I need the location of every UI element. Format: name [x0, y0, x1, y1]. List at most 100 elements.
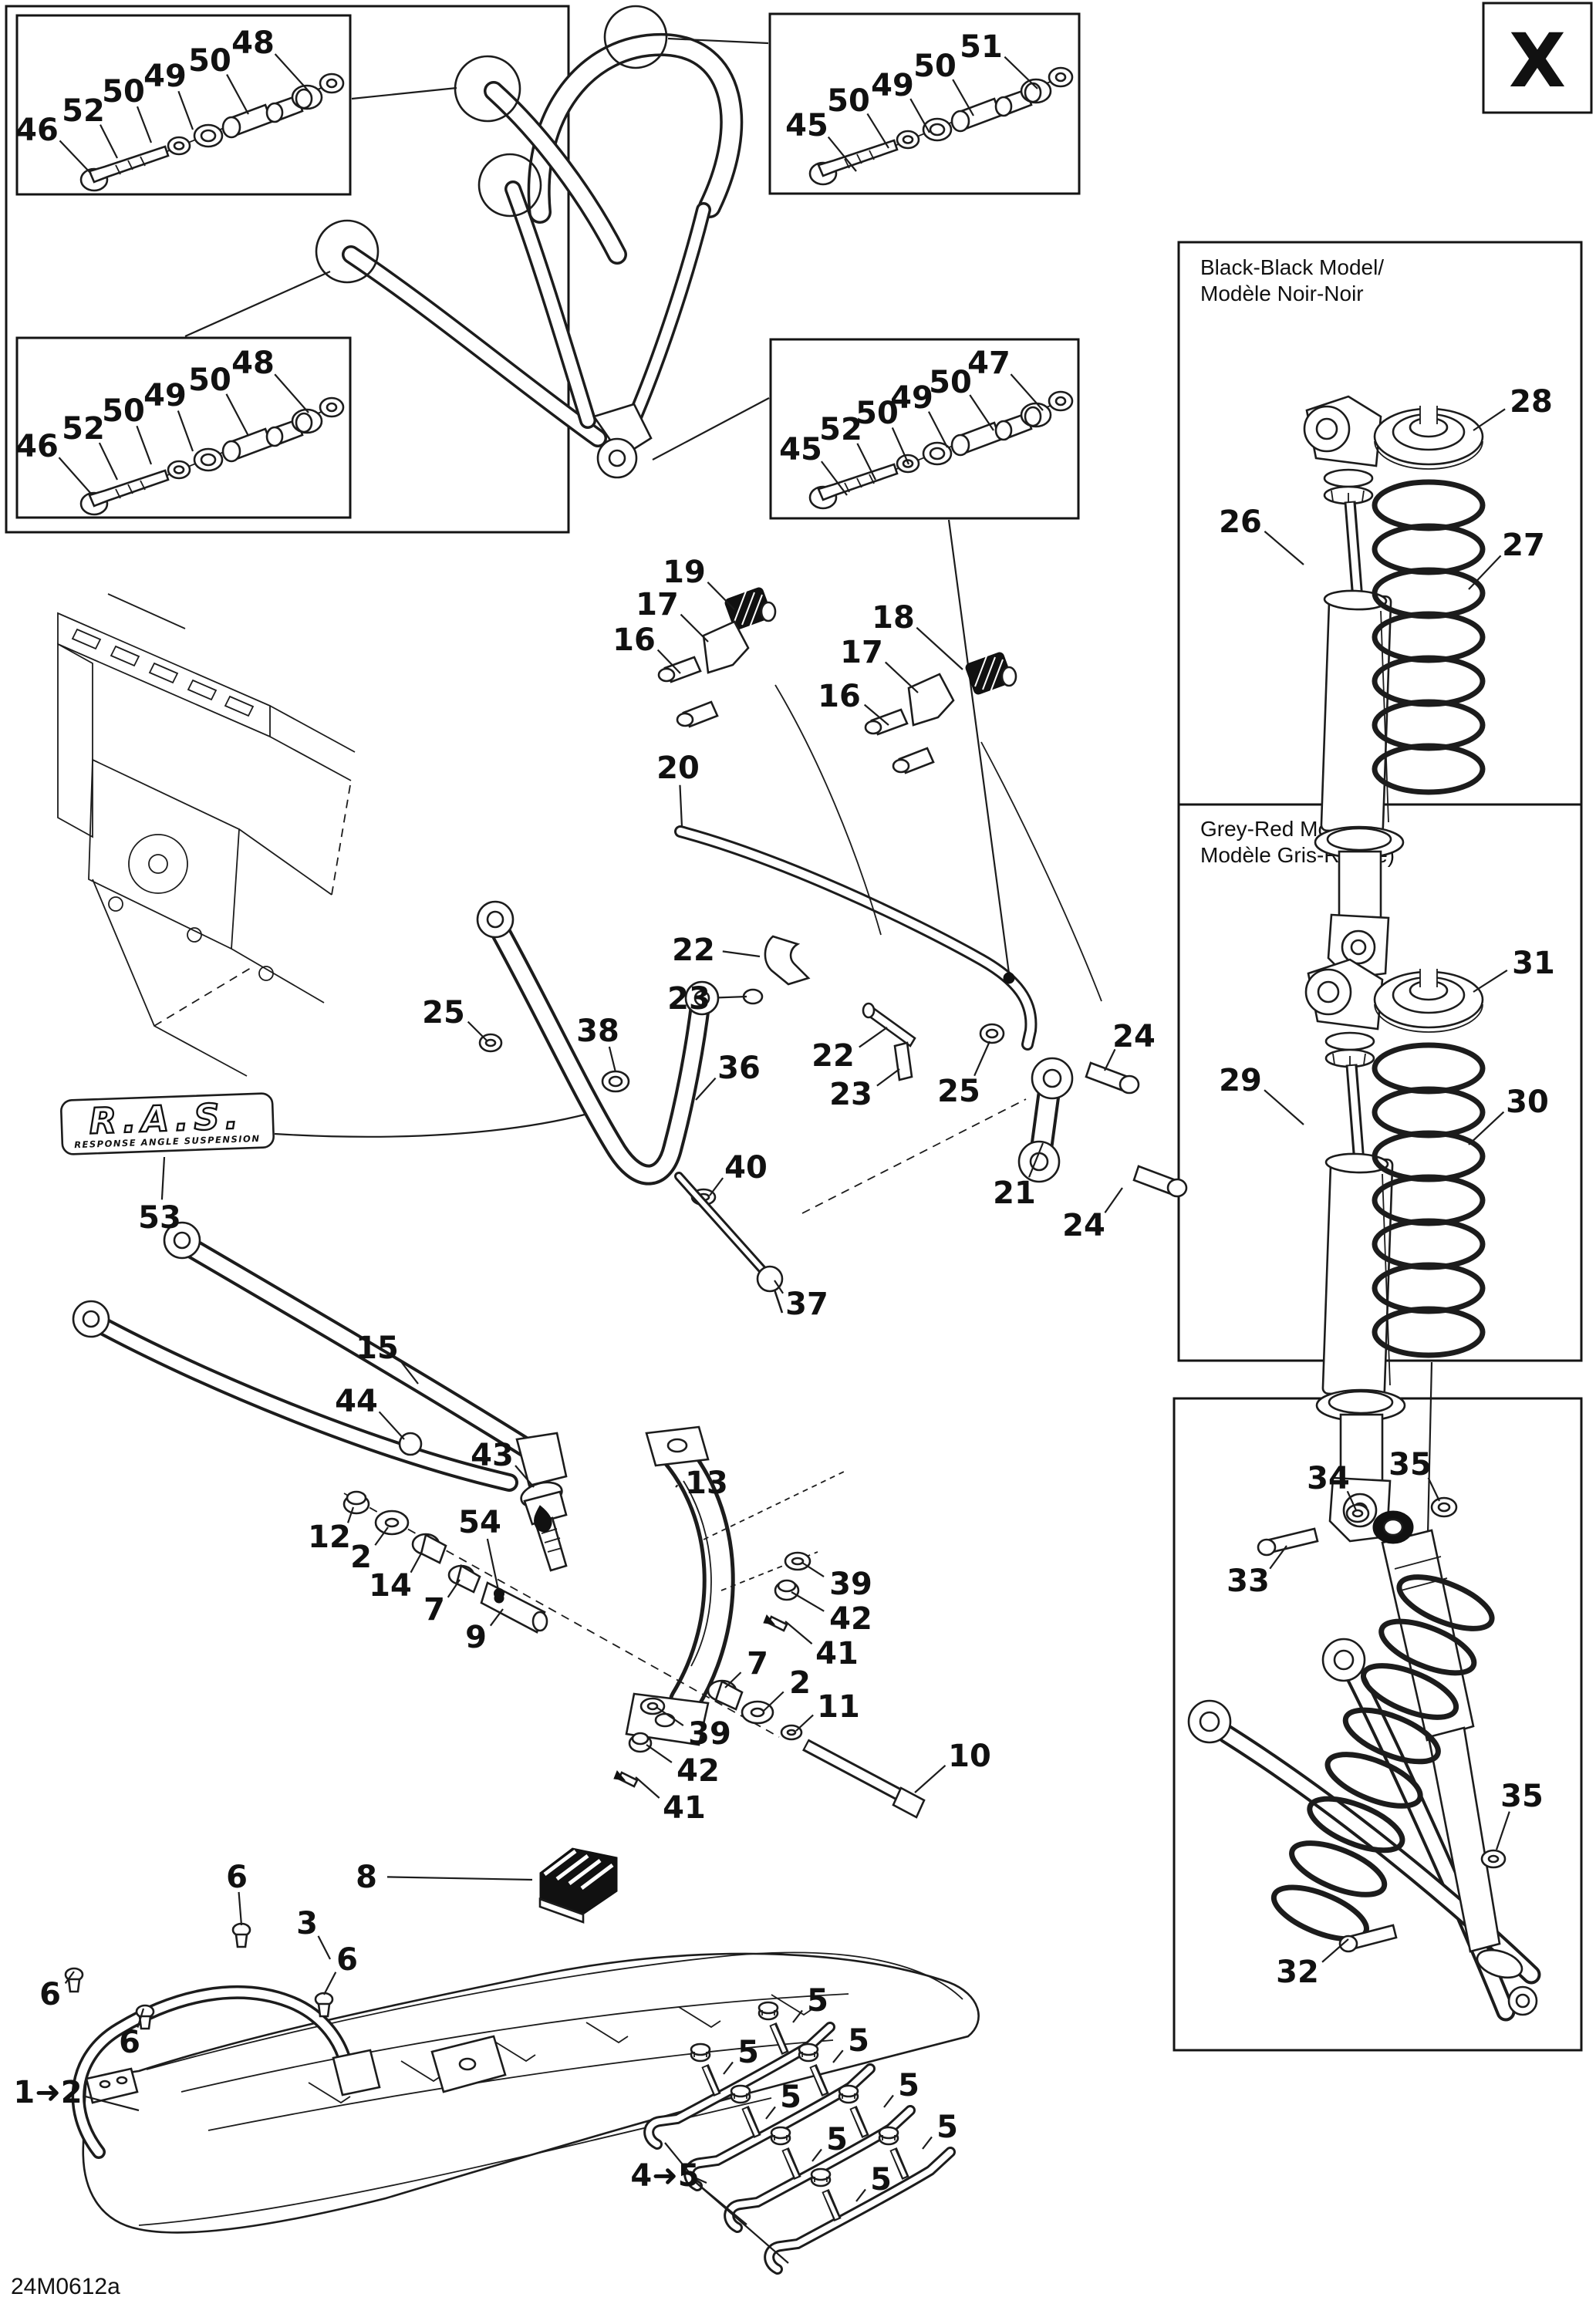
- part-number-label: 2: [789, 1665, 811, 1701]
- part-number-label: 27: [1502, 528, 1545, 563]
- part-callout-18: 18: [872, 600, 963, 670]
- part-callout-17: 17: [636, 587, 709, 643]
- part-number-label: 40: [724, 1150, 768, 1186]
- part-callout-50: 50: [827, 83, 889, 149]
- part-callout-40: 40: [709, 1150, 768, 1196]
- part-number-label: 52: [62, 411, 105, 447]
- ski-runners: [649, 2002, 950, 2269]
- part-number-label: 50: [855, 396, 899, 431]
- part-callout-5: 5: [792, 1983, 828, 2023]
- part-callout-1➜2: 1➜2: [13, 2075, 140, 2112]
- inner-box-bottom-left: [15, 336, 352, 519]
- part-number-label: 50: [827, 83, 870, 119]
- section-marker: X: [1509, 18, 1566, 104]
- part-callout-39: 39: [801, 1562, 872, 1602]
- handle-screw: [231, 1922, 251, 1948]
- part-callout-5: 5: [832, 2023, 869, 2063]
- part-callout-11: 11: [795, 1689, 860, 1732]
- part-number-label: 19: [663, 555, 706, 590]
- part-callout-8: 8: [356, 1860, 533, 1895]
- part-number-label: 6: [336, 1942, 358, 1978]
- part-callout-50: 50: [188, 43, 249, 115]
- part-callout-43: 43: [471, 1438, 535, 1488]
- sway-bar-clamp-right: [864, 652, 1102, 1002]
- part-callout-24: 24: [1104, 1019, 1156, 1071]
- part-number-label: 14: [369, 1568, 412, 1604]
- part-number-label: 28: [1510, 384, 1553, 420]
- part-callout-52: 52: [819, 412, 876, 481]
- part-number-label: 17: [840, 635, 883, 670]
- black-model-shock: [1304, 396, 1483, 978]
- part-number-label: 5: [780, 2080, 801, 2115]
- part-number-label: 5: [870, 2162, 892, 2198]
- stabilizer-link-21: [979, 1023, 1188, 1198]
- part-number-label: 16: [818, 679, 861, 714]
- part-number-label: 45: [785, 108, 828, 143]
- part-callout-36: 36: [695, 1051, 761, 1101]
- part-callout-12: 12: [308, 1506, 355, 1555]
- part-number-label: 25: [937, 1074, 980, 1109]
- part-callout-35: 35: [1495, 1779, 1544, 1850]
- part-callout-7: 7: [423, 1579, 461, 1628]
- part-number-label: 16: [612, 622, 656, 658]
- part-number-label: 49: [890, 380, 933, 416]
- joint-highlight-circle: [603, 5, 668, 69]
- part-callout-22: 22: [811, 1027, 888, 1074]
- part-number-label: 12: [308, 1520, 351, 1555]
- part-callout-5: 5: [883, 2068, 919, 2108]
- part-callout-20: 20: [656, 751, 700, 828]
- part-number-label: 24: [1112, 1019, 1156, 1054]
- sway-bar-assembly: [478, 519, 1188, 1214]
- part-callout-23: 23: [667, 981, 747, 1017]
- part-callout-6: 6: [226, 1860, 248, 1926]
- part-number-label: 9: [465, 1620, 487, 1655]
- part-callout-48: 48: [231, 25, 309, 92]
- part-callout-42: 42: [646, 1744, 720, 1789]
- part-number-label: 50: [102, 74, 145, 110]
- part-callout-49: 49: [143, 378, 194, 452]
- part-number-label: 6: [226, 1860, 248, 1895]
- part-callout-23: 23: [829, 1068, 900, 1112]
- part-callout-49: 49: [890, 380, 948, 448]
- part-callout-39: 39: [656, 1707, 731, 1752]
- part-number-label: 24: [1062, 1208, 1105, 1243]
- part-callout-50: 50: [913, 49, 974, 116]
- part-callout-5: 5: [922, 2110, 958, 2150]
- part-number-label: 31: [1512, 946, 1555, 981]
- part-number-label: 37: [785, 1287, 828, 1322]
- lower-a-arm-15: [72, 1221, 568, 1492]
- part-callout-5: 5: [855, 2162, 892, 2202]
- part-number-label: 46: [15, 429, 59, 464]
- part-number-label: 39: [829, 1567, 872, 1602]
- black-model-title-line1: Black-Black Model/: [1200, 255, 1384, 279]
- part-callout-32: 32: [1276, 1938, 1349, 1990]
- part-number-label: 52: [62, 93, 105, 129]
- part-number-label: 29: [1219, 1063, 1262, 1098]
- part-callout-34: 34: [1307, 1461, 1358, 1511]
- part-callout-46: 46: [15, 429, 92, 494]
- part-number-label: 50: [188, 43, 231, 79]
- part-callout-45: 45: [785, 108, 857, 172]
- part-callout-51: 51: [960, 29, 1038, 89]
- ras-decal: R.A.S. RESPONSE ANGLE SUSPENSION: [60, 1092, 597, 1155]
- fastener-set-bottom-right: [808, 390, 1074, 510]
- part-number-label: 5: [936, 2110, 958, 2145]
- part-number-label: 2: [350, 1540, 372, 1575]
- part-callout-10: 10: [914, 1739, 991, 1793]
- part-number-label: 41: [815, 1636, 859, 1671]
- part-callout-16: 16: [612, 622, 681, 674]
- part-number-label: 54: [458, 1505, 501, 1540]
- part-callout-50: 50: [188, 363, 249, 437]
- part-number-label: 34: [1307, 1461, 1350, 1496]
- part-number-label: 48: [231, 25, 275, 61]
- part-number-label: 49: [143, 59, 187, 94]
- inner-box-bottom-right: [769, 338, 1080, 520]
- part-number-label: 49: [871, 68, 914, 103]
- part-callout-22: 22: [672, 933, 761, 968]
- part-number-label: 50: [913, 49, 957, 84]
- part-callout-14: 14: [369, 1553, 422, 1604]
- part-number-label: 38: [576, 1014, 619, 1049]
